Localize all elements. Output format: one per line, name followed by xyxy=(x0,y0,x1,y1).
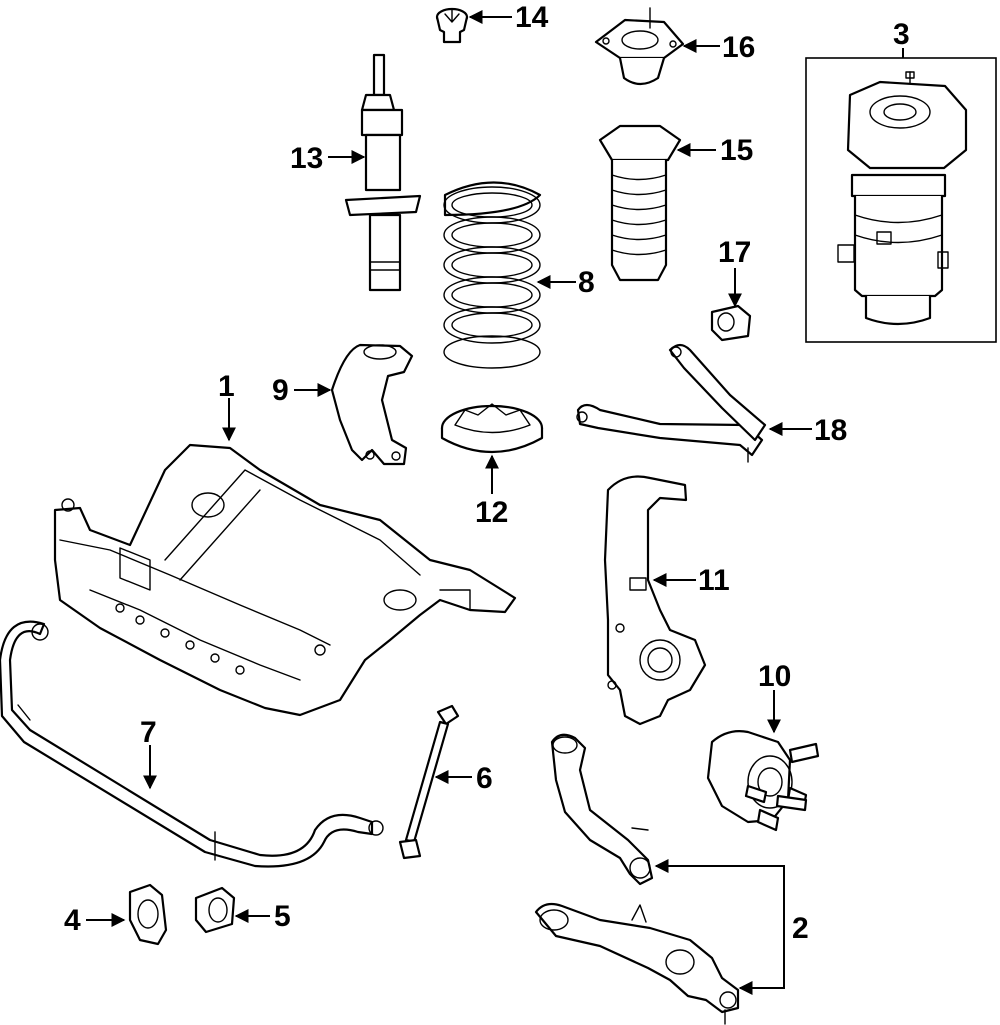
leader-lines xyxy=(86,10,904,995)
stabilizer-bushing-part xyxy=(194,886,236,934)
callout-6: 6 xyxy=(476,762,493,795)
bushing-part-17 xyxy=(710,304,752,342)
upper-bracket-part xyxy=(330,343,414,466)
callout-7: 7 xyxy=(140,716,157,749)
callout-4: 4 xyxy=(64,904,81,937)
callout-2: 2 xyxy=(792,912,809,945)
dust-boot-part xyxy=(598,124,682,282)
callout-12: 12 xyxy=(475,496,508,529)
stabilizer-link-part xyxy=(398,704,460,860)
leader-2-bracket xyxy=(654,859,785,926)
strut-assembly-inset-box xyxy=(805,57,997,343)
callout-14: 14 xyxy=(515,1,549,34)
stabilizer-bar-part xyxy=(0,620,384,868)
spring-seat-part xyxy=(440,403,544,453)
upper-control-arm-part xyxy=(576,343,767,463)
callout-17: 17 xyxy=(718,236,751,269)
stabilizer-bracket-part xyxy=(128,883,168,946)
leader-2-lower xyxy=(738,926,785,995)
wheel-hub-part xyxy=(706,730,820,832)
subframe-part xyxy=(53,443,517,717)
callout-15: 15 xyxy=(720,134,753,167)
bump-stop-part xyxy=(435,7,469,44)
callout-9: 9 xyxy=(272,374,289,407)
strut-assembly-part xyxy=(837,71,968,326)
callout-8: 8 xyxy=(578,266,595,299)
callout-10: 10 xyxy=(758,660,791,693)
lower-control-arm-part xyxy=(534,902,740,1025)
callout-11: 11 xyxy=(698,564,730,597)
callout-16: 16 xyxy=(722,31,755,64)
callout-18: 18 xyxy=(814,414,847,447)
callout-1: 1 xyxy=(218,370,235,403)
shock-absorber-part xyxy=(344,53,422,292)
coil-spring-part xyxy=(443,181,542,369)
steering-knuckle-part xyxy=(603,475,707,726)
strut-mount-part xyxy=(594,7,685,86)
front-lower-arm-part xyxy=(550,733,654,886)
callout-labels: 1 2 3 4 5 6 7 8 9 10 11 12 13 14 15 16 1… xyxy=(64,1,910,945)
callout-3: 3 xyxy=(893,18,910,51)
callout-13: 13 xyxy=(290,142,323,175)
callout-5: 5 xyxy=(274,900,291,933)
